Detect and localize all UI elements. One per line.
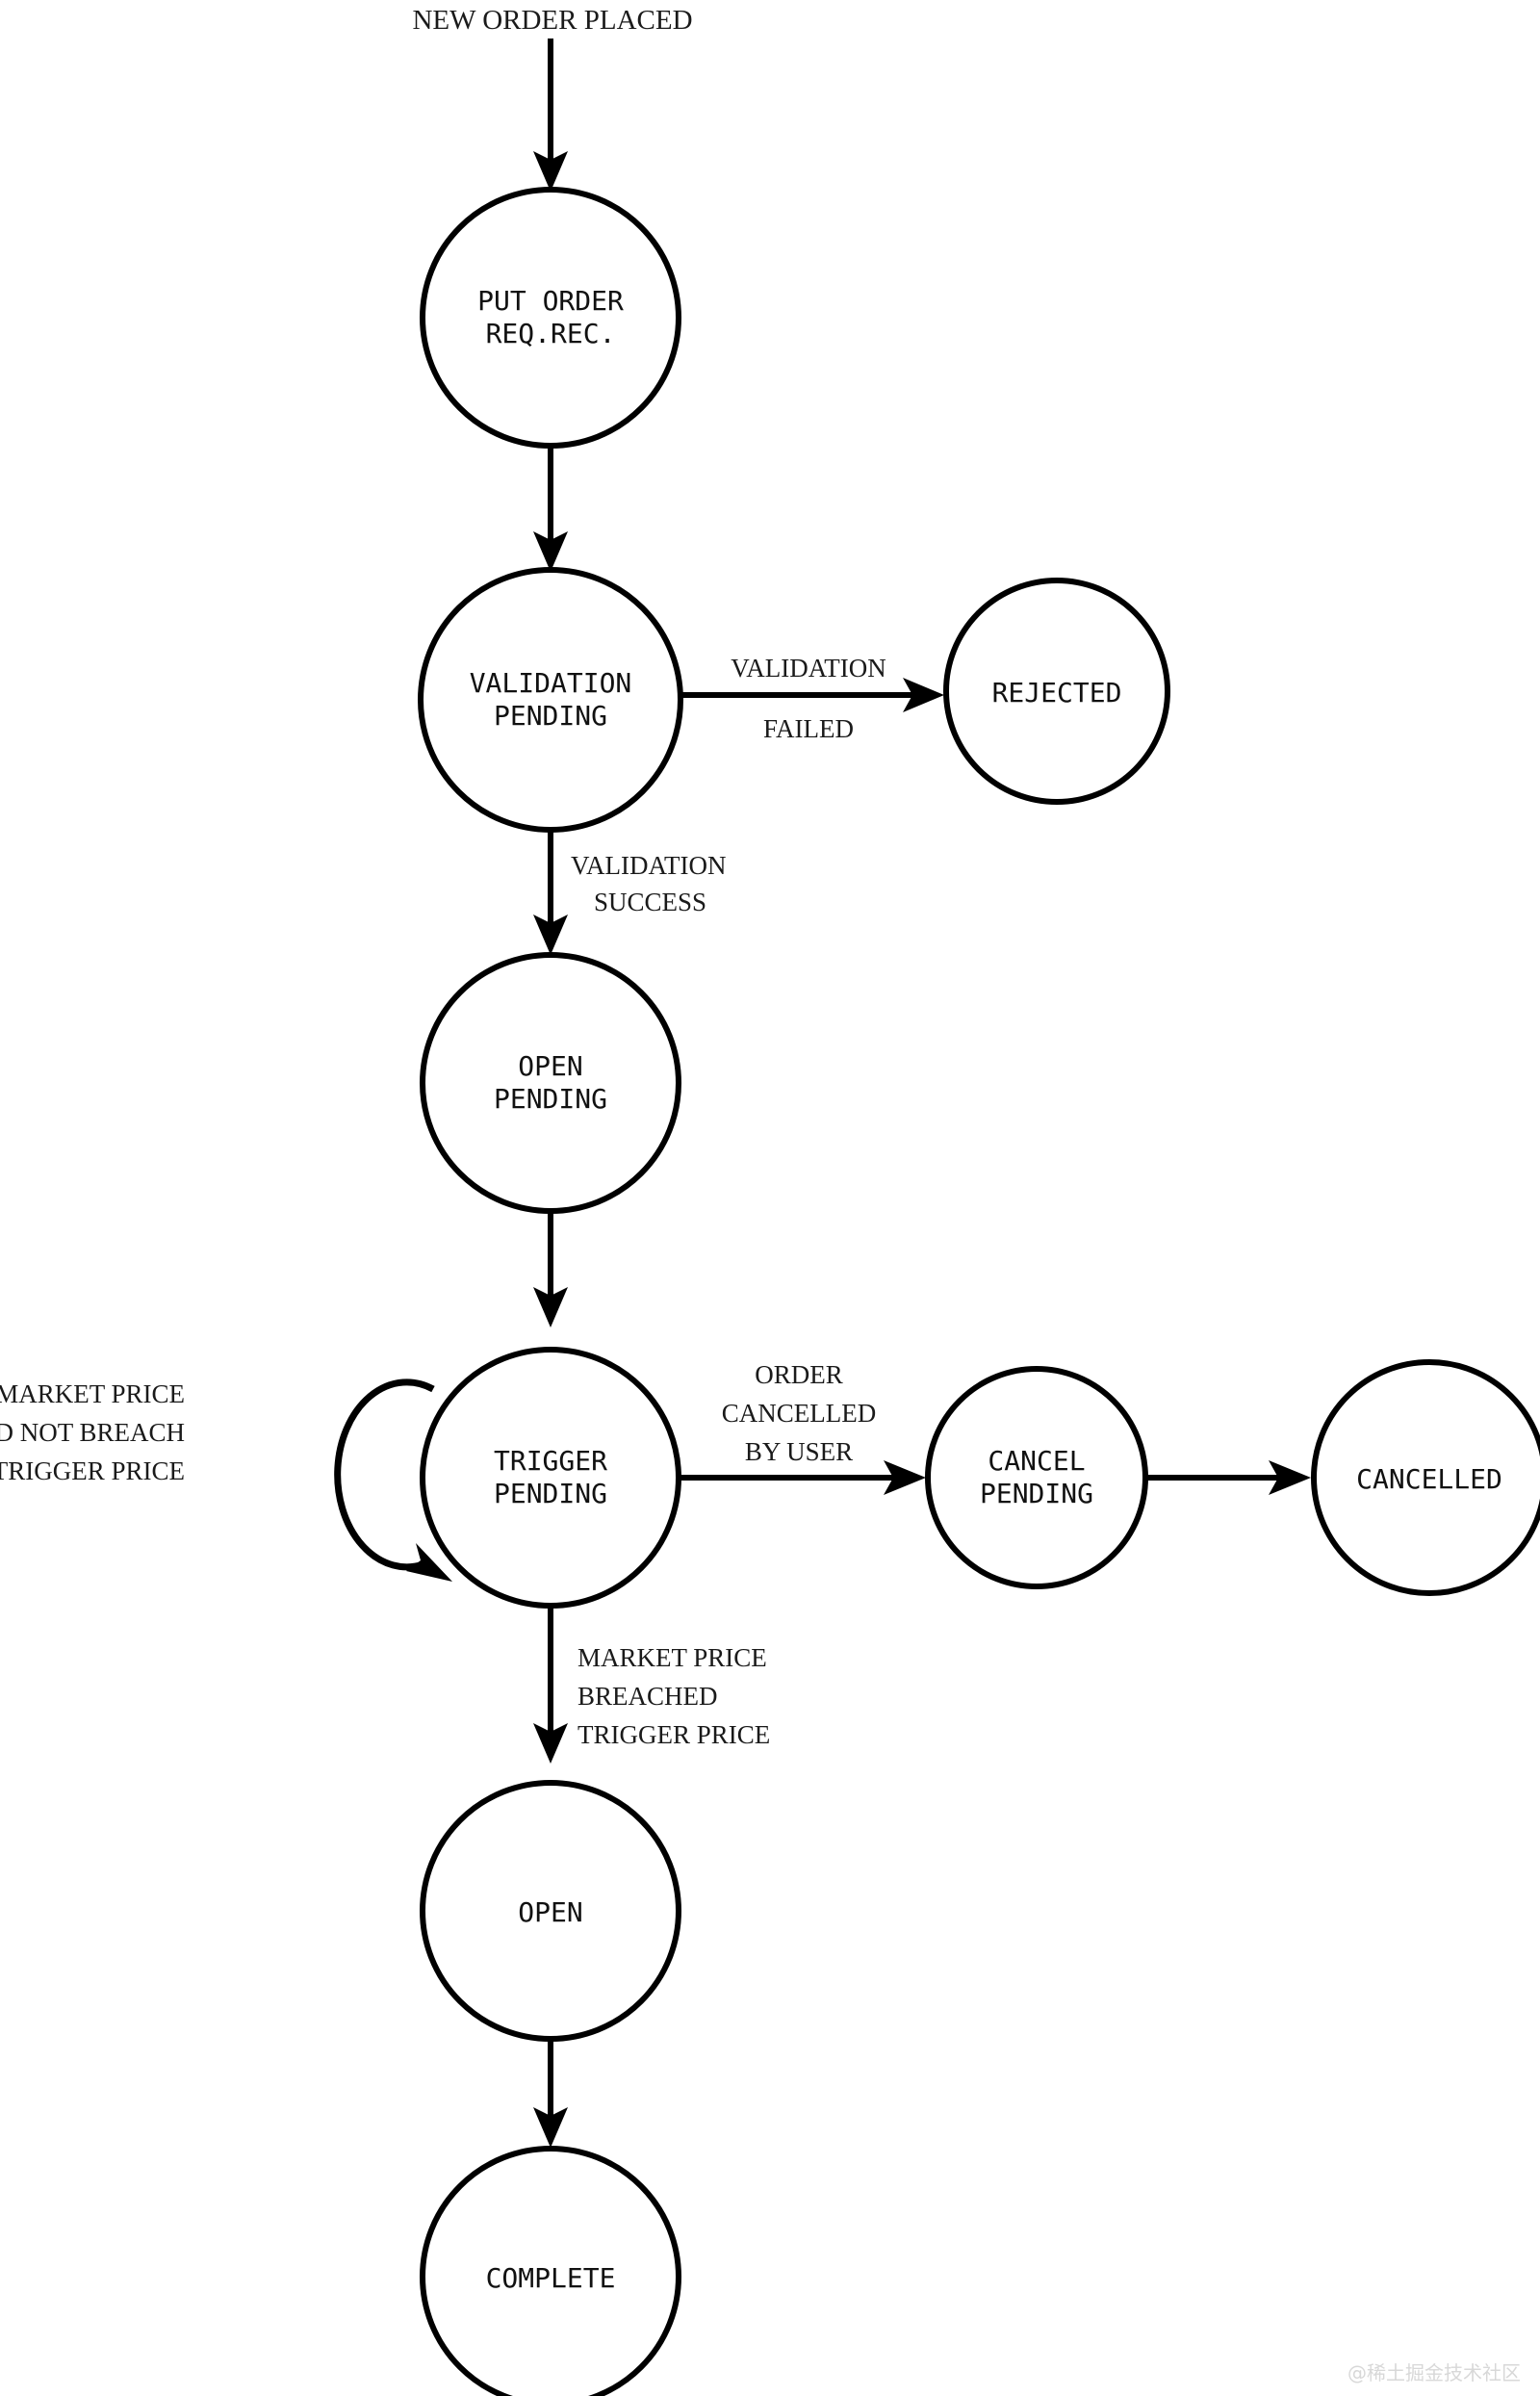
node-open-pending-label-line1: OPEN — [518, 1050, 582, 1082]
entry-title-label: NEW ORDER PLACED — [412, 5, 692, 36]
edge-start-to-put-order — [533, 39, 568, 192]
edge-label-validation-failed-line2: FAILED — [763, 714, 854, 743]
edge-put-order-to-validation-pending-arrowhead — [533, 531, 568, 572]
edge-open-pending-to-trigger-pending — [533, 1211, 568, 1327]
edge-trigger-pending-to-cancel-pending: ORDER CANCELLED BY USER — [679, 1360, 926, 1495]
edge-trigger-pending-self-loop: MARKET PRICE DID NOT BREACH TRIGGER PRIC… — [0, 1378, 452, 1582]
edge-validation-pending-to-rejected-arrowhead — [903, 678, 944, 712]
node-put-order-req-rec-label-line2: REQ.REC. — [486, 318, 616, 349]
node-open-pending[interactable]: OPEN PENDING — [420, 952, 681, 1214]
edge-label-validation-failed-line1: VALIDATION — [731, 654, 886, 683]
edge-label-validation-success-line1: VALIDATION — [571, 851, 727, 880]
edge-label-no-breach-line2: DID NOT BREACH — [0, 1418, 185, 1447]
edge-label-validation-success-line2: SUCCESS — [594, 888, 706, 916]
edge-open-pending-to-trigger-pending-arrowhead — [533, 1287, 568, 1327]
edge-cancel-pending-to-cancelled — [1145, 1460, 1311, 1495]
edge-validation-pending-to-open-pending-arrowhead — [533, 915, 568, 955]
edge-trigger-pending-to-open-arrowhead — [533, 1723, 568, 1764]
edge-open-to-complete-arrowhead — [533, 2107, 568, 2148]
node-open-label: OPEN — [518, 1896, 582, 1928]
node-cancelled-label: CANCELLED — [1356, 1463, 1502, 1495]
edge-label-order-cancelled-line3: BY USER — [745, 1437, 853, 1466]
edge-label-breached-line2: BREACHED — [578, 1682, 718, 1711]
node-put-order-req-rec[interactable]: PUT ORDER REQ.REC. — [420, 187, 681, 449]
edge-validation-pending-to-rejected: VALIDATION FAILED — [680, 654, 944, 743]
node-rejected-label: REJECTED — [992, 677, 1122, 708]
node-cancel-pending-label-line2: PENDING — [980, 1478, 1093, 1509]
edge-validation-pending-to-open-pending: VALIDATION SUCCESS — [533, 830, 727, 955]
edge-trigger-pending-to-cancel-pending-arrowhead — [884, 1460, 926, 1495]
edge-label-order-cancelled-line2: CANCELLED — [722, 1399, 876, 1428]
edge-trigger-pending-to-open: MARKET PRICE BREACHED TRIGGER PRICE — [533, 1606, 770, 1764]
edge-put-order-to-validation-pending — [533, 446, 568, 572]
node-trigger-pending-label-line1: TRIGGER — [494, 1445, 607, 1477]
node-validation-pending-label-line1: VALIDATION — [470, 667, 632, 699]
node-validation-pending-label-line2: PENDING — [494, 700, 607, 732]
edge-label-order-cancelled-line1: ORDER — [755, 1360, 843, 1389]
edge-label-breached-line1: MARKET PRICE — [578, 1643, 767, 1672]
edge-label-breached-line3: TRIGGER PRICE — [578, 1720, 770, 1749]
node-put-order-req-rec-label-line1: PUT ORDER — [477, 285, 624, 317]
node-complete-label: COMPLETE — [486, 2262, 616, 2294]
node-cancelled-circle[interactable] — [1311, 1359, 1540, 1596]
edge-label-no-breach-line1: MARKET PRICE — [0, 1379, 185, 1408]
node-trigger-pending[interactable]: TRIGGER PENDING — [420, 1347, 681, 1609]
node-cancelled[interactable]: CANCELLED — [1311, 1359, 1540, 1596]
node-open-pending-label-line2: PENDING — [494, 1083, 607, 1115]
node-cancel-pending[interactable]: CANCEL PENDING — [925, 1366, 1148, 1589]
edge-trigger-pending-self-loop-arc — [334, 1378, 435, 1571]
node-validation-pending[interactable]: VALIDATION PENDING — [418, 567, 683, 833]
node-open[interactable]: OPEN — [420, 1780, 681, 2042]
edge-trigger-pending-self-loop-arrowhead — [406, 1543, 452, 1582]
edge-open-to-complete — [533, 2039, 568, 2148]
edge-start-to-put-order-arrowhead — [533, 151, 568, 192]
watermark-label: @稀土掘金技术社区 — [1348, 2361, 1521, 2384]
node-rejected[interactable]: REJECTED — [943, 578, 1170, 805]
node-rejected-circle[interactable] — [943, 578, 1170, 805]
node-trigger-pending-label-line2: PENDING — [494, 1478, 607, 1509]
node-cancel-pending-label-line1: CANCEL — [988, 1445, 1085, 1477]
edge-cancel-pending-to-cancelled-arrowhead — [1269, 1460, 1311, 1495]
node-complete-circle[interactable] — [420, 2146, 681, 2396]
node-complete[interactable]: COMPLETE — [420, 2146, 681, 2396]
edge-label-no-breach-line3: TRIGGER PRICE — [0, 1456, 185, 1485]
